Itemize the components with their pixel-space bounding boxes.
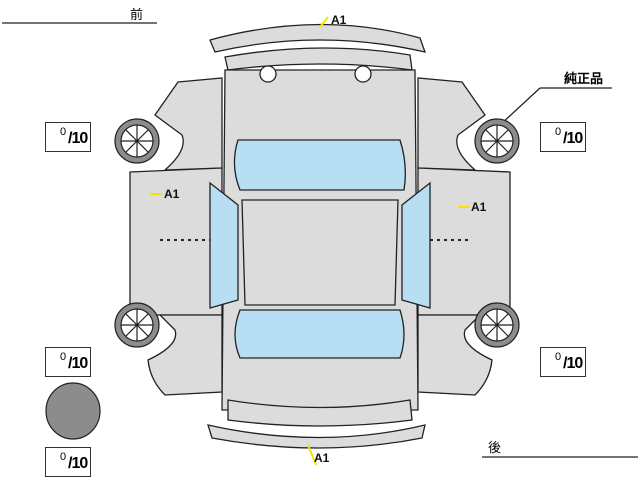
- tire-front-right-icon: [474, 118, 520, 164]
- tire-front-left-icon: [114, 118, 160, 164]
- roof: [241, 199, 399, 306]
- rear-label: 後: [488, 440, 502, 455]
- tire-score-spare: 0/10: [45, 447, 91, 477]
- right-rear-fender: [417, 314, 493, 396]
- tire-score-rear-right: 0/10: [540, 347, 586, 377]
- left-rear-fender: [147, 314, 223, 396]
- tire-score-front-right: 0/10: [540, 122, 586, 152]
- left-window: [209, 181, 239, 309]
- damage-marker-rear: A1: [314, 451, 330, 465]
- tire-score-rear-left: 0/10: [45, 347, 91, 377]
- front-bumper: [209, 23, 427, 53]
- genuine-leader-line: [499, 87, 541, 126]
- rear-window: [234, 309, 405, 359]
- right-front-fender: [417, 77, 486, 171]
- tire-rear-left-icon: [114, 302, 160, 348]
- tire-rear-right-icon: [474, 302, 520, 348]
- damage-marker-left: A1: [164, 187, 180, 201]
- windshield: [233, 139, 406, 191]
- damage-marker-right: A1: [471, 200, 487, 214]
- left-front-fender: [154, 77, 223, 171]
- spare-tire-icon: [45, 382, 101, 440]
- right-side-panel: [417, 167, 511, 316]
- damage-marker-front: A1: [331, 13, 347, 27]
- front-label: 前: [130, 7, 144, 22]
- right-window: [401, 181, 431, 309]
- genuine-label: 純正品: [564, 71, 604, 86]
- tire-score-front-left: 0/10: [45, 122, 91, 152]
- rear-bumper: [207, 424, 426, 449]
